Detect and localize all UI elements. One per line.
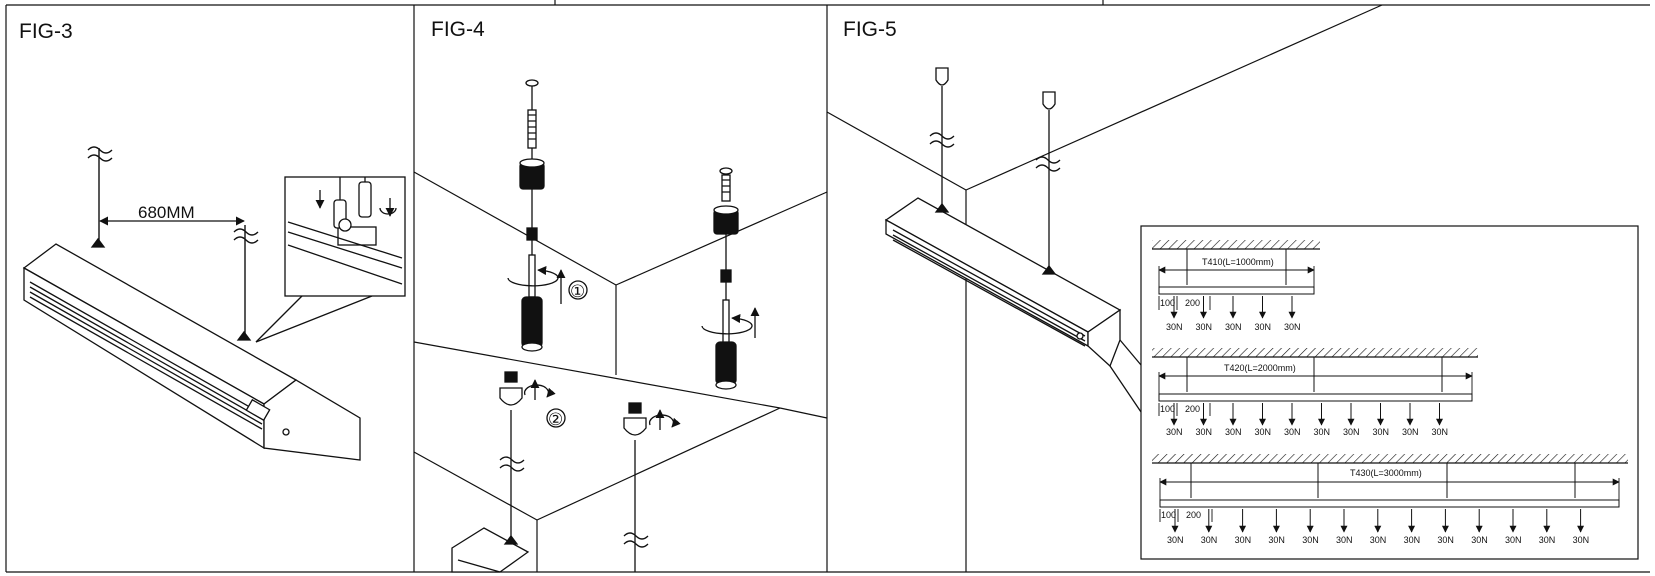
fig3-spacing-label: 680MM (138, 203, 195, 222)
load-label: 30N (1235, 535, 1252, 545)
t430-offset-a: 100 (1161, 510, 1176, 520)
load-label: 30N (1343, 427, 1360, 437)
load-label: 30N (1255, 427, 1272, 437)
t410-offset-a: 100 (1160, 298, 1175, 308)
load-label: 30N (1225, 427, 1242, 437)
load-label: 30N (1268, 535, 1285, 545)
fig4-anchor-left (507, 79, 588, 352)
t430-load-arrows: 30N 30N 30N 30N 30N 30N 30N 30N 30N 30N 30N 30N 30N (1167, 509, 1589, 545)
load-label: 30N (1255, 322, 1272, 332)
load-label: 30N (1402, 427, 1419, 437)
t420-offset-b: 200 (1185, 404, 1200, 414)
load-label: 30N (1505, 535, 1522, 545)
load-label: 30N (1201, 535, 1218, 545)
t410-load-arrows: 30N 30N 30N 30N 30N (1166, 296, 1301, 332)
load-label: 30N (1196, 427, 1213, 437)
t420-load-arrows: 30N 30N 30N 30N 30N 30N 30N 30N 30N 30N (1166, 403, 1448, 437)
fig5-cables (929, 67, 1061, 268)
load-label: 30N (1539, 535, 1556, 545)
load-label: 30N (1314, 427, 1331, 437)
fig5-luminaire (884, 197, 1142, 413)
load-label: 30N (1284, 322, 1301, 332)
load-label: 30N (1471, 535, 1488, 545)
fig5-title: FIG-5 (843, 18, 897, 41)
fig4-step1-label: ① (570, 282, 585, 301)
t430-model-label: T430(L=3000mm) (1350, 468, 1422, 478)
load-label: 30N (1437, 535, 1454, 545)
load-table-t410: T410(L=1000mm) 100 200 30N 30N 30N 30N 30N (1152, 240, 1320, 332)
t410-offset-b: 200 (1185, 298, 1200, 308)
fig4-room-lines (413, 171, 828, 572)
t420-model-label: T420(L=2000mm) (1224, 363, 1296, 373)
load-label: 30N (1432, 427, 1449, 437)
fig3-title: FIG-3 (19, 20, 73, 43)
load-label: 30N (1336, 535, 1353, 545)
fig4-panel: FIG-4 ① (413, 18, 828, 573)
load-label: 30N (1302, 535, 1319, 545)
fig4-cable-grip-right (623, 402, 681, 572)
t430-offset-b: 200 (1186, 510, 1201, 520)
load-label: 30N (1573, 535, 1590, 545)
load-label: 30N (1373, 427, 1390, 437)
load-label: 30N (1167, 535, 1184, 545)
fig3-luminaire (22, 237, 361, 461)
load-label: 30N (1166, 427, 1183, 437)
load-label: 30N (1196, 322, 1213, 332)
load-label: 30N (1404, 535, 1421, 545)
load-label: 30N (1225, 322, 1242, 332)
fig4-anchor-right (701, 167, 760, 390)
fig3-panel: FIG-3 680MM (19, 20, 406, 461)
t410-model-label: T410(L=1000mm) (1202, 257, 1274, 267)
t420-offset-a: 100 (1160, 404, 1175, 414)
fig4-luminaire-partial (451, 527, 530, 573)
fig4-step2-label: ② (548, 410, 563, 429)
fig5-load-inset (1140, 225, 1639, 560)
load-label: 30N (1370, 535, 1387, 545)
fig5-panel: FIG-5 (826, 4, 1639, 572)
fig3-cables (87, 146, 259, 338)
load-label: 30N (1284, 427, 1301, 437)
fig4-title: FIG-4 (431, 18, 485, 41)
panel-frames (5, 0, 1650, 573)
fig4-cable-grip-left (499, 371, 566, 545)
fig3-detail-callout (255, 176, 406, 343)
load-label: 30N (1166, 322, 1183, 332)
